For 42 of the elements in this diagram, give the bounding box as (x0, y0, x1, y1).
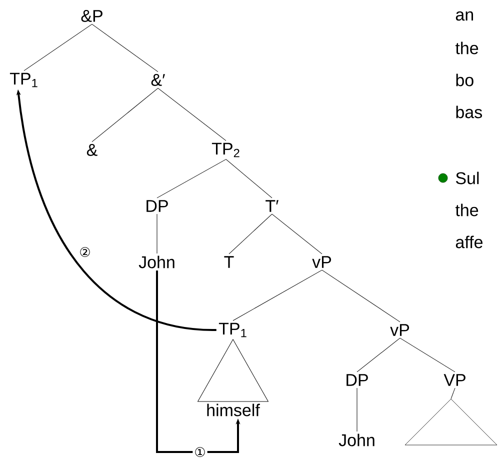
tree-label: vP (390, 324, 410, 336)
slide-text: the (455, 42, 478, 54)
tree-label: DP (346, 374, 368, 386)
branch-line (156, 214, 158, 254)
slide-text: an (456, 11, 473, 21)
slide-text: Sul (456, 172, 479, 184)
tree-label: VP (444, 374, 466, 386)
branch-line (156, 159, 226, 198)
branch-line (92, 24, 158, 72)
branch-line (228, 214, 272, 254)
tree-label: TP$_{1}$ (10, 72, 38, 88)
branch-line (450, 388, 456, 400)
tree-label: &P (81, 10, 102, 22)
tree-label: T′ (266, 200, 278, 212)
slide-text: bo (456, 74, 474, 86)
roof-triangle (198, 339, 268, 402)
tree-label: John (338, 434, 374, 446)
branch-line (92, 88, 158, 142)
branch-line (356, 338, 400, 372)
edge-label: ① (192, 446, 208, 458)
tree-label: vP (312, 256, 332, 268)
branch-line (232, 270, 322, 321)
tree-label: John (138, 256, 174, 268)
tree-label: TP$_{2}$ (212, 142, 240, 158)
slide-text: affe (456, 236, 482, 248)
branch-line (272, 214, 322, 254)
slide-text: the (455, 204, 478, 216)
tree-label: DP (146, 200, 168, 212)
branch-line (226, 159, 272, 198)
triangle (404, 398, 498, 446)
tree-label: T (224, 256, 234, 268)
tree-label: TP$_{1}$ (218, 322, 246, 338)
tree-label: & (86, 144, 98, 156)
tree-label: himself (207, 404, 260, 416)
tree-label: &′ (151, 74, 165, 86)
branch-line (322, 270, 400, 322)
branch-line (356, 388, 358, 432)
branch-line (24, 24, 92, 71)
branch-line (158, 88, 226, 141)
branch-line (400, 338, 456, 372)
slide-text: bas (456, 106, 482, 118)
edge-label: ② (78, 246, 92, 258)
